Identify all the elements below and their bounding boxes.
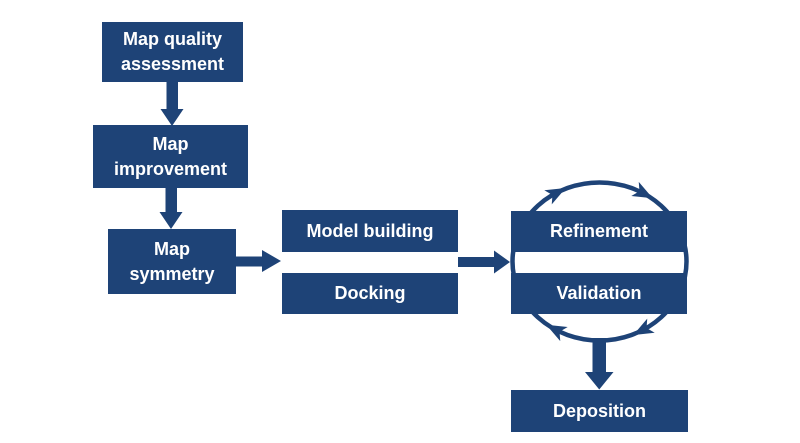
- node-label: Model building: [306, 220, 434, 241]
- refinement-validation-cycle-circle: [510, 180, 689, 343]
- cycle-arrowhead-bottom-right: [633, 318, 655, 336]
- node-label: Docking: [334, 283, 406, 303]
- node-map-quality-assessment: Map quality assessment: [102, 22, 243, 82]
- node-label: Deposition: [553, 400, 646, 421]
- node-label: Map quality assessment: [120, 29, 225, 74]
- node-model-building: Model building: [282, 210, 458, 252]
- node-label: Map improvement: [113, 133, 228, 179]
- cycle-arrowhead-top-left: [544, 187, 566, 205]
- arrow-map-quality-to-map-improvement: [160, 82, 184, 126]
- arrow-model-building-docking-to-refinement-validation: [458, 250, 510, 274]
- arrow-map-improvement-to-map-symmetry: [159, 188, 183, 229]
- cycle-arrowhead-bottom-left: [546, 324, 568, 342]
- cycle-arrowhead-top-right: [631, 181, 653, 199]
- arrow-map-symmetry-to-model-building-docking: [236, 250, 281, 272]
- node-validation: Validation: [511, 273, 687, 314]
- node-deposition: Deposition: [511, 390, 688, 432]
- node-map-improvement: Map improvement: [93, 125, 248, 188]
- node-label: Map symmetry: [129, 238, 215, 284]
- node-label: Validation: [556, 283, 642, 303]
- node-map-symmetry: Map symmetry: [108, 229, 236, 294]
- node-refinement: Refinement: [511, 211, 687, 252]
- node-label: Refinement: [549, 221, 648, 241]
- arrow-cycle-to-deposition: [585, 338, 614, 390]
- node-docking: Docking: [282, 273, 458, 314]
